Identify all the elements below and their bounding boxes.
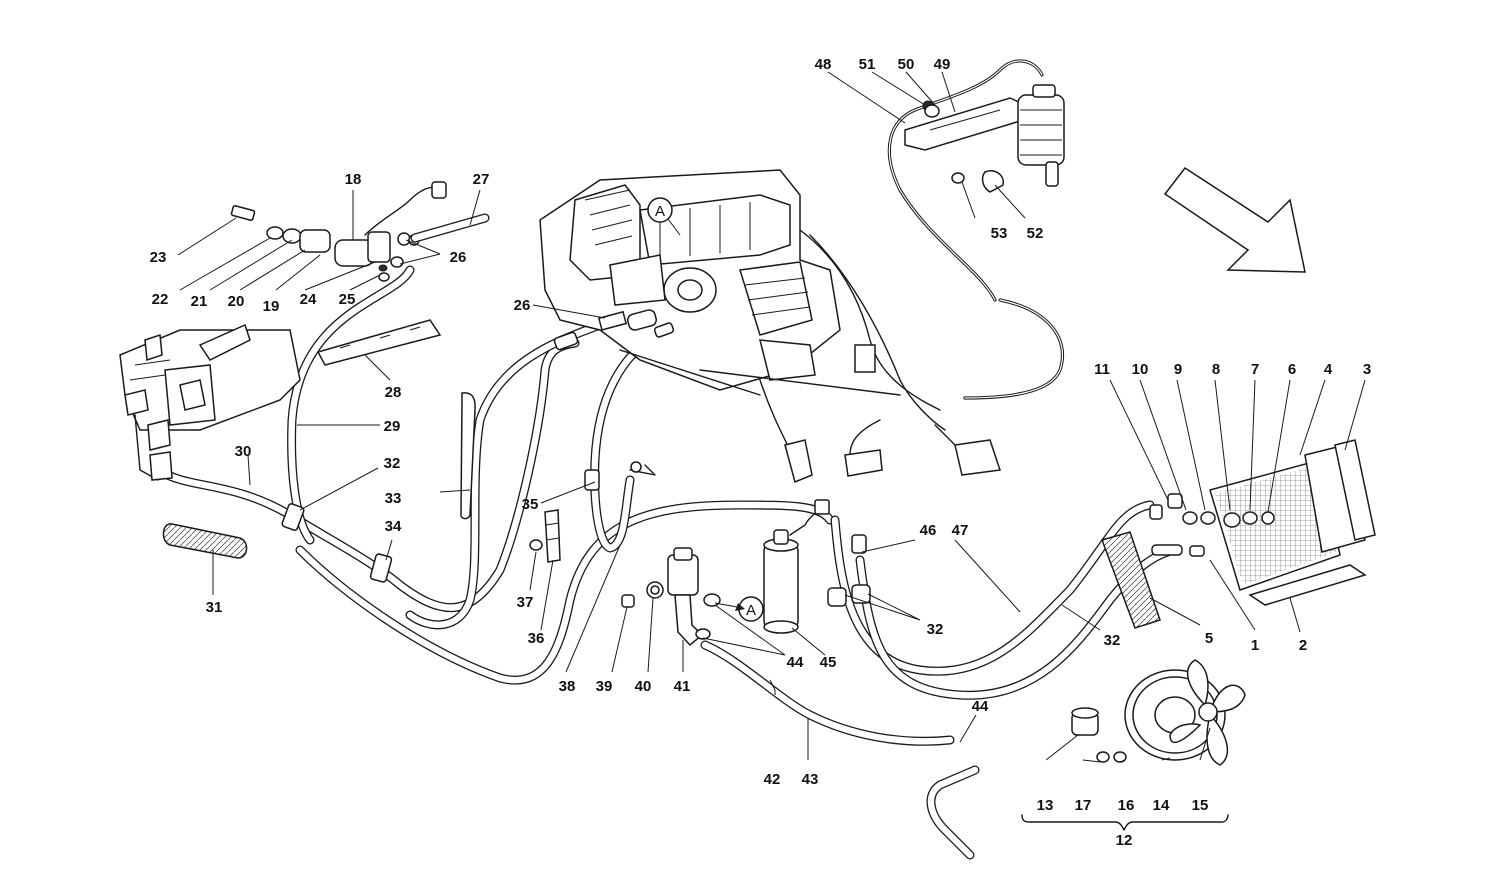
label-7: 7: [1251, 361, 1259, 378]
pressure-switch-group: [230, 181, 490, 366]
label-25: 25: [339, 291, 356, 308]
label-50: 50: [898, 56, 915, 73]
label-18: 18: [345, 171, 362, 188]
label-14: 14: [1153, 797, 1170, 814]
part-labels: 1 2 3 4 5 6 7 8 9 10 11 12 13 14 15 16 1…: [150, 56, 1372, 849]
label-47: 47: [952, 522, 969, 539]
label-31: 31: [206, 599, 223, 616]
label-4: 4: [1324, 361, 1333, 378]
label-26b: 26: [514, 297, 531, 314]
direction-arrow-icon: [1163, 166, 1306, 273]
label-22: 22: [152, 291, 169, 308]
label-8: 8: [1212, 361, 1220, 378]
label-21: 21: [191, 293, 208, 310]
label-40: 40: [635, 678, 652, 695]
label-43: 43: [802, 771, 819, 788]
label-34: 34: [385, 518, 402, 535]
label-13: 13: [1037, 797, 1054, 814]
label-29: 29: [384, 418, 401, 435]
label-28: 28: [385, 384, 402, 401]
leader-lines: [177, 71, 1366, 763]
relay-group: [904, 84, 1306, 273]
expansion-valve-group: [621, 547, 721, 647]
label-10: 10: [1132, 361, 1149, 378]
label-53: 53: [991, 225, 1008, 242]
label-2: 2: [1299, 637, 1307, 654]
label-45: 45: [820, 654, 837, 671]
label-44a: 44: [787, 654, 804, 671]
compressor: [119, 323, 301, 481]
label-49: 49: [934, 56, 951, 73]
label-20: 20: [228, 293, 245, 310]
label-3: 3: [1363, 361, 1371, 378]
label-33: 33: [385, 490, 402, 507]
label-23: 23: [150, 249, 167, 266]
heater-unit: [539, 169, 1001, 484]
label-51: 51: [859, 56, 876, 73]
label-52: 52: [1027, 225, 1044, 242]
condenser-group: [1021, 439, 1376, 831]
reference-marker-top: A: [647, 197, 681, 236]
label-42: 42: [764, 771, 781, 788]
label-39: 39: [596, 678, 613, 695]
svg-text:A: A: [655, 203, 665, 220]
label-15: 15: [1192, 797, 1209, 814]
label-32a: 32: [384, 455, 401, 472]
label-6: 6: [1288, 361, 1296, 378]
label-32b: 32: [927, 621, 944, 638]
reference-marker-bottom: A: [714, 596, 764, 622]
label-44b: 44: [972, 698, 989, 715]
label-36: 36: [528, 630, 545, 647]
label-5: 5: [1205, 630, 1213, 647]
label-11: 11: [1094, 361, 1110, 378]
label-12: 12: [1116, 832, 1133, 849]
label-37: 37: [517, 594, 534, 611]
small-parts-middle: [162, 392, 656, 583]
label-19: 19: [263, 298, 280, 315]
svg-text:A: A: [746, 602, 756, 619]
label-26a: 26: [450, 249, 467, 266]
label-27: 27: [473, 171, 490, 188]
label-17: 17: [1075, 797, 1092, 814]
label-46: 46: [920, 522, 937, 539]
label-1: 1: [1251, 637, 1259, 654]
label-48: 48: [815, 56, 832, 73]
label-24: 24: [300, 291, 317, 308]
label-30: 30: [235, 443, 252, 460]
label-9: 9: [1174, 361, 1182, 378]
label-16: 16: [1118, 797, 1135, 814]
label-41: 41: [674, 678, 691, 695]
label-38: 38: [559, 678, 576, 695]
label-35: 35: [522, 496, 539, 513]
label-32c: 32: [1104, 632, 1121, 649]
